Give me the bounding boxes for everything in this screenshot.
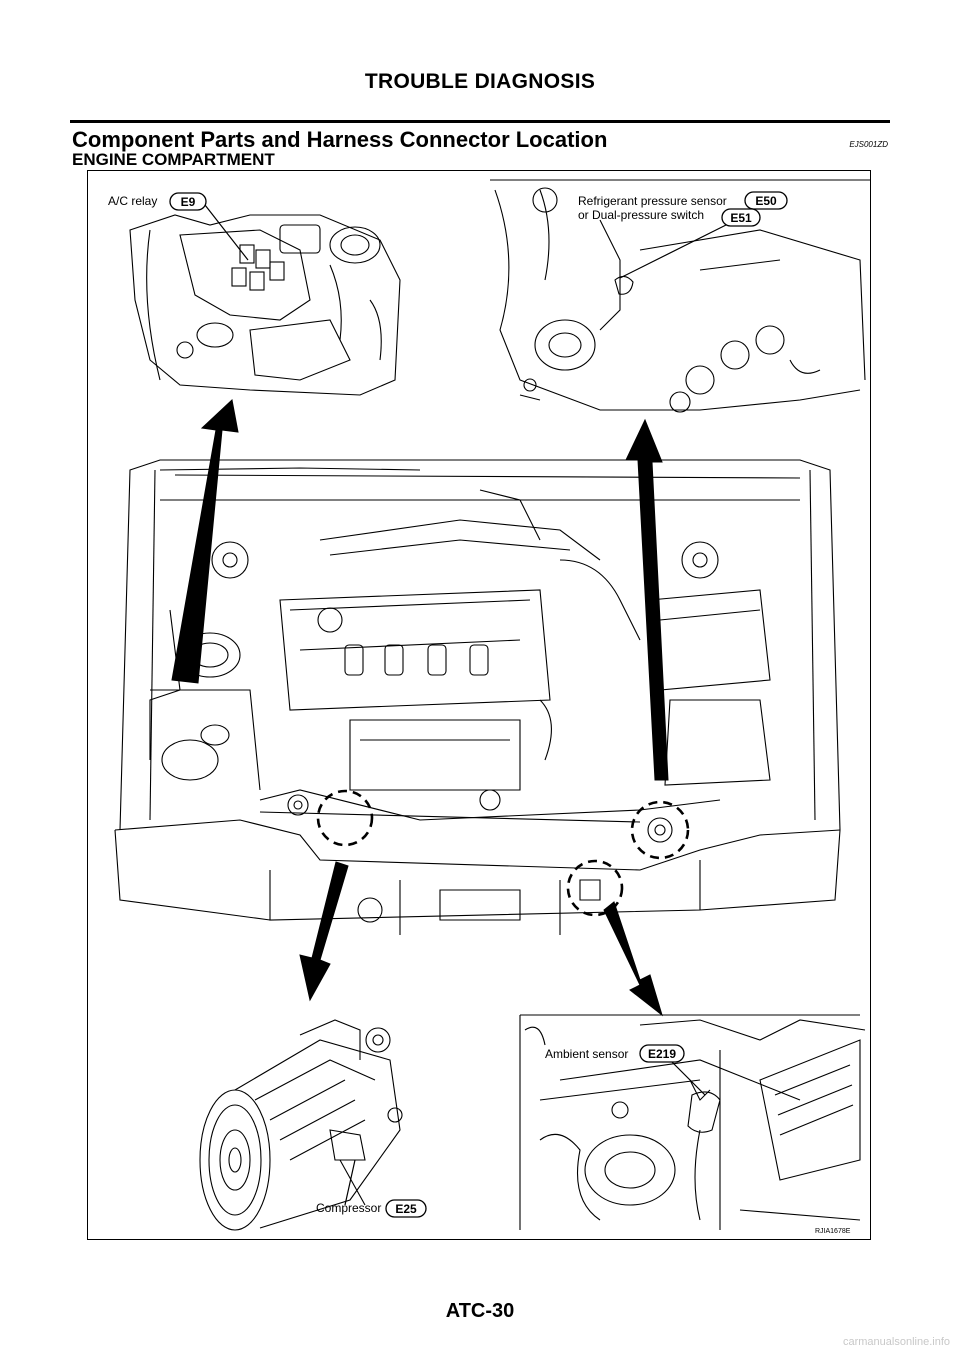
callout-ambient-sensor: Ambient sensor E219 bbox=[545, 1044, 685, 1063]
ac-relay-label: A/C relay bbox=[108, 194, 157, 208]
engine-bay-main bbox=[114, 459, 841, 935]
connector-badge bbox=[744, 191, 788, 210]
figure-reference-code: RJIA1678E bbox=[815, 1228, 851, 1235]
section-title: Component Parts and Harness Connector Lo… bbox=[72, 127, 608, 152]
callout-refrigerant-sensor: Refrigerant pressure sensor E50 or Dual-… bbox=[578, 191, 788, 227]
connector-badge bbox=[385, 1199, 427, 1218]
leader-lines bbox=[204, 204, 741, 1206]
ambient-sensor-connector: E219 bbox=[648, 1047, 676, 1061]
refrigerant-sensor-connector: E50 bbox=[755, 194, 777, 208]
callout-compressor: Compressor E25 bbox=[316, 1199, 427, 1218]
ambient-sensor-inset bbox=[519, 1014, 866, 1230]
dual-pressure-switch-connector: E51 bbox=[730, 211, 752, 225]
page-header: TROUBLE DIAGNOSIS bbox=[364, 70, 596, 93]
ac-relay-connector: E9 bbox=[181, 195, 196, 209]
ambient-sensor-label: Ambient sensor bbox=[545, 1047, 628, 1061]
dual-pressure-switch-label: or Dual-pressure switch bbox=[578, 208, 704, 222]
connector-badge bbox=[169, 192, 207, 211]
compressor-connector: E25 bbox=[395, 1202, 417, 1216]
callout-circles bbox=[316, 789, 690, 917]
subsection-title: ENGINE COMPARTMENT bbox=[72, 150, 275, 169]
compressor-inset bbox=[199, 1019, 403, 1231]
compressor-label: Compressor bbox=[316, 1201, 381, 1215]
section-code: EJS001ZD bbox=[849, 140, 888, 149]
connector-badge bbox=[721, 208, 761, 227]
refrigerant-sensor-label: Refrigerant pressure sensor bbox=[578, 194, 727, 208]
page-number: ATC-30 bbox=[445, 1300, 515, 1322]
callout-ac-relay: A/C relay E9 bbox=[108, 192, 207, 211]
pointer-arrows bbox=[171, 399, 669, 1017]
ac-relay-inset bbox=[129, 214, 401, 396]
header-rule bbox=[70, 120, 890, 123]
watermark-text: carmanualsonline.info bbox=[842, 1336, 950, 1348]
connector-badge bbox=[639, 1044, 685, 1063]
figure-frame bbox=[87, 170, 871, 1240]
